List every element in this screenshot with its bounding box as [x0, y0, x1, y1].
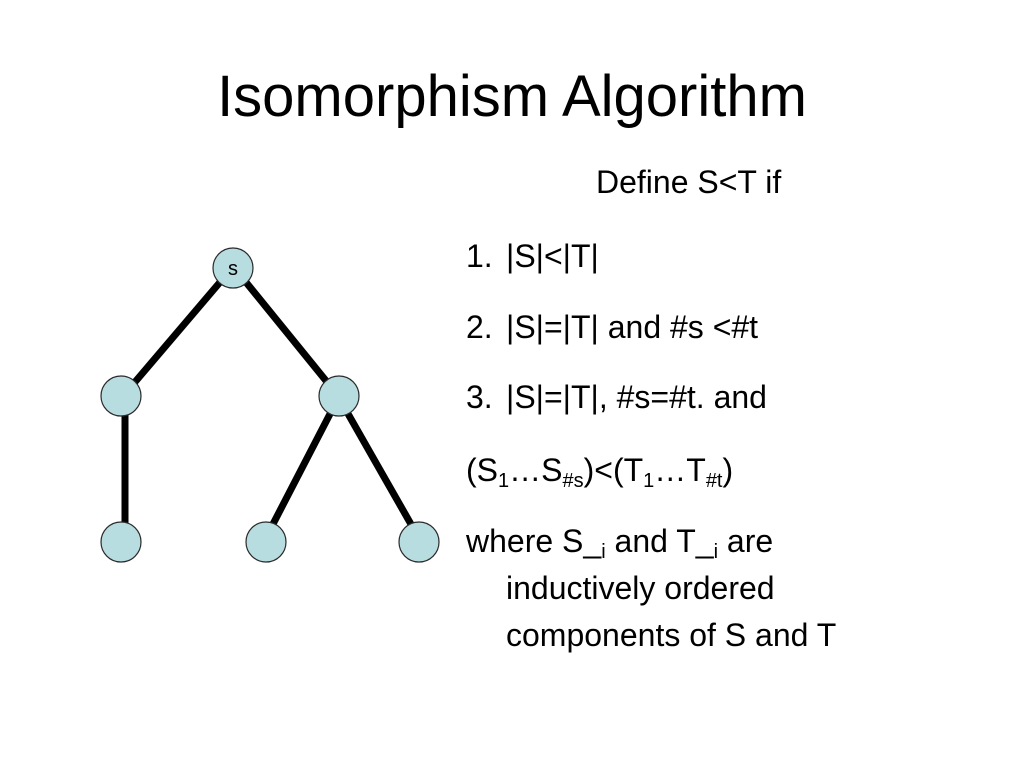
tuple-s-dots: …S: [509, 452, 563, 488]
edge-right-leaf2: [268, 410, 335, 528]
leaf-node-2: [245, 521, 287, 563]
where-line-3: components of S and T: [506, 617, 837, 653]
edge-right-leaf3: [343, 410, 416, 528]
where-mid: and T_: [605, 523, 714, 559]
condition-2-text: |S|=|T| and #s <#t: [506, 309, 759, 345]
tuple-close: ): [722, 452, 734, 488]
where-post: are: [718, 523, 774, 559]
tuple-t-dots: …T: [654, 452, 706, 488]
tuple-open: (S: [466, 452, 498, 488]
leaf-node-1: [100, 521, 142, 563]
where-pre: where S_: [466, 523, 602, 559]
tuple-s-sub1: 1: [498, 470, 510, 492]
tuple-t-sub2: #t: [705, 470, 723, 492]
condition-3-number: 3.: [466, 379, 493, 415]
tuple-t-sub1: 1: [643, 470, 655, 492]
condition-1: 1. |S|<|T|: [466, 236, 599, 276]
where-line-1: where S_i and T_i are: [466, 521, 774, 563]
condition-2: 2. |S|=|T| and #s <#t: [466, 307, 758, 347]
condition-1-text: |S|<|T|: [506, 238, 599, 274]
node-left: [100, 375, 142, 417]
condition-2-number: 2.: [466, 309, 493, 345]
where-sub-i2: i: [713, 541, 719, 563]
edge-root-left: [132, 278, 224, 385]
where-line-2: inductively ordered: [506, 570, 775, 606]
tuple-comparison: (S1…S#s)<(T1…T#t): [466, 450, 734, 492]
tuple-mid: )<(T: [583, 452, 644, 488]
condition-1-number: 1.: [466, 238, 493, 274]
slide-title: Isomorphism Algorithm: [217, 64, 807, 129]
condition-3: 3. |S|=|T|, #s=#t. and: [466, 377, 767, 417]
define-heading: Define S<T if: [596, 164, 782, 200]
condition-3-text: |S|=|T|, #s=#t. and: [506, 379, 767, 415]
root-node: [212, 247, 254, 289]
leaf-node-3: [398, 521, 440, 563]
root-node-label: s: [228, 258, 238, 280]
tuple-s-sub2: #s: [562, 470, 584, 492]
node-right: [318, 375, 360, 417]
edge-root-right: [242, 278, 330, 385]
where-sub-i1: i: [601, 541, 606, 563]
